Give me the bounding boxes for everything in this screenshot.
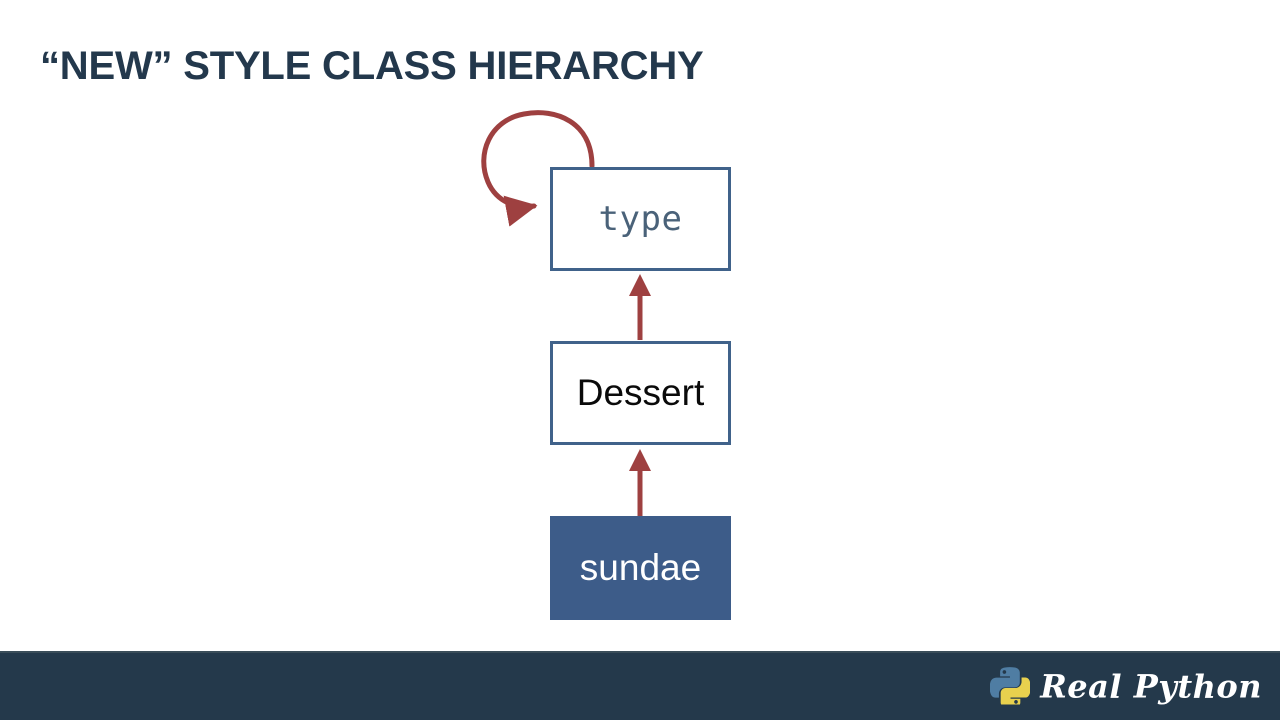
edge-dessert-to-type [629,274,651,340]
edge-sundae-to-dessert [629,449,651,517]
class-node-type-label: type [598,199,683,239]
brand-wordmark: Real Python [1040,667,1262,706]
class-node-sundae[interactable]: sundae [550,516,731,620]
brand-logo: Real Python [989,664,1262,709]
class-node-type[interactable]: type [550,167,731,271]
class-node-dessert-label: Dessert [576,372,705,413]
footer-bar: Real Python [0,651,1280,720]
class-hierarchy-diagram: type Dessert sundae [481,110,731,620]
class-node-dessert[interactable]: Dessert [550,341,731,445]
page-title: “NEW” STYLE CLASS HIERARCHY [40,44,704,88]
class-node-sundae-label: sundae [579,547,702,588]
python-logo-icon [989,664,1032,709]
